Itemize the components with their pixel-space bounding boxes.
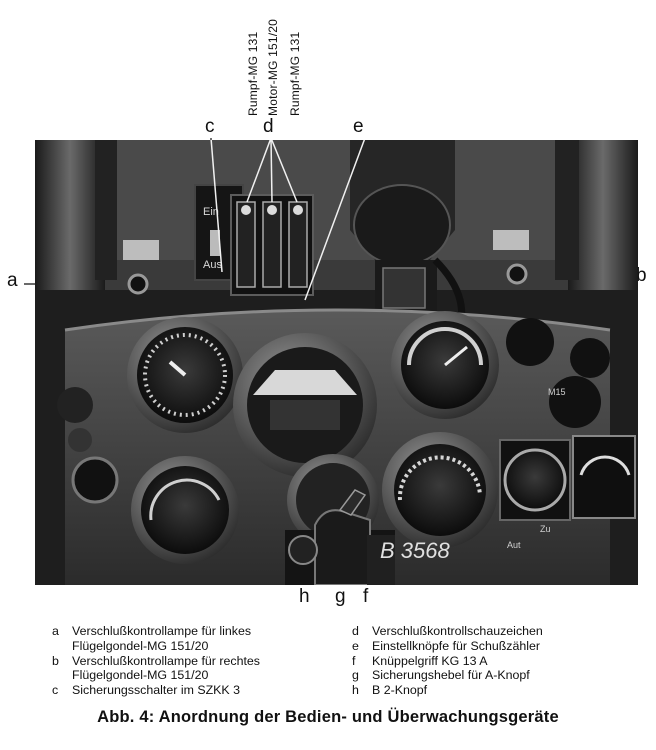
- legend-key: d: [352, 624, 359, 638]
- legend-text: Flügelgondel-MG 151/20: [72, 638, 209, 653]
- legend-text: Verschlußkontrollampe für rechtes: [72, 653, 261, 668]
- legend-key: h: [352, 683, 359, 698]
- figure-caption: Abb. 4: Anordnung der Bedien- und Überwa…: [97, 708, 559, 726]
- callout-c: c: [205, 116, 215, 137]
- legend-item-f: f Knüppelgriff KG 13 A: [352, 654, 642, 669]
- legend-text: Knüppelgriff KG 13 A: [372, 653, 488, 668]
- legend-left: a Verschlußkontrollampe für linkes Flüge…: [52, 624, 342, 698]
- legend-item-h: h B 2-Knopf: [352, 683, 642, 698]
- callout-a: a: [7, 270, 18, 291]
- legend-key: g: [352, 668, 359, 683]
- legend-item-b: b Verschlußkontrollampe für rechtes Flüg…: [52, 654, 342, 684]
- legend-text: Sicherungshebel für A-Knopf: [372, 668, 530, 683]
- callout-f: f: [363, 586, 369, 607]
- legend-key: b: [52, 653, 59, 668]
- legend-item-d: d Verschlußkontrollschauzeichen: [352, 624, 642, 639]
- legend-key: c: [52, 683, 59, 698]
- svg-text:Ein: Ein: [203, 206, 219, 218]
- legend-right: d Verschlußkontrollschauzeichen e Einste…: [352, 624, 642, 698]
- svg-text:Aus: Aus: [203, 259, 222, 271]
- legend-text: Flügelgondel-MG 151/20: [72, 668, 209, 683]
- callout-b: b: [636, 265, 647, 286]
- callout-g: g: [335, 586, 346, 607]
- callout-h: h: [299, 586, 310, 607]
- svg-text:B 3568: B 3568: [380, 538, 450, 563]
- legend-item-g: g Sicherungshebel für A-Knopf: [352, 668, 642, 683]
- legend-text: Verschlußkontrollampe für linkes: [72, 624, 252, 638]
- legend-key: a: [52, 624, 59, 638]
- legend-text: Verschlußkontrollschauzeichen: [372, 624, 543, 638]
- svg-text:Aut: Aut: [507, 540, 521, 550]
- legend-item-e: e Einstellknöpfe für Schußzähler: [352, 639, 642, 654]
- svg-text:Zu: Zu: [540, 524, 551, 534]
- callout-e: e: [353, 116, 364, 137]
- cockpit-photograph: Ein Aus: [35, 140, 638, 585]
- legend-text: Einstellknöpfe für Schußzähler: [372, 638, 541, 653]
- legend-text: B 2-Knopf: [372, 683, 428, 698]
- legend-item-c: c Sicherungsschalter im SZKK 3: [52, 683, 342, 698]
- legend-key: f: [352, 653, 356, 668]
- legend-item-a: a Verschlußkontrollampe für linkes Flüge…: [52, 624, 342, 654]
- callout-d: d: [263, 116, 274, 137]
- legend-text: Sicherungsschalter im SZKK 3: [72, 683, 241, 698]
- svg-text:M15: M15: [548, 387, 566, 397]
- legend-key: e: [352, 638, 359, 653]
